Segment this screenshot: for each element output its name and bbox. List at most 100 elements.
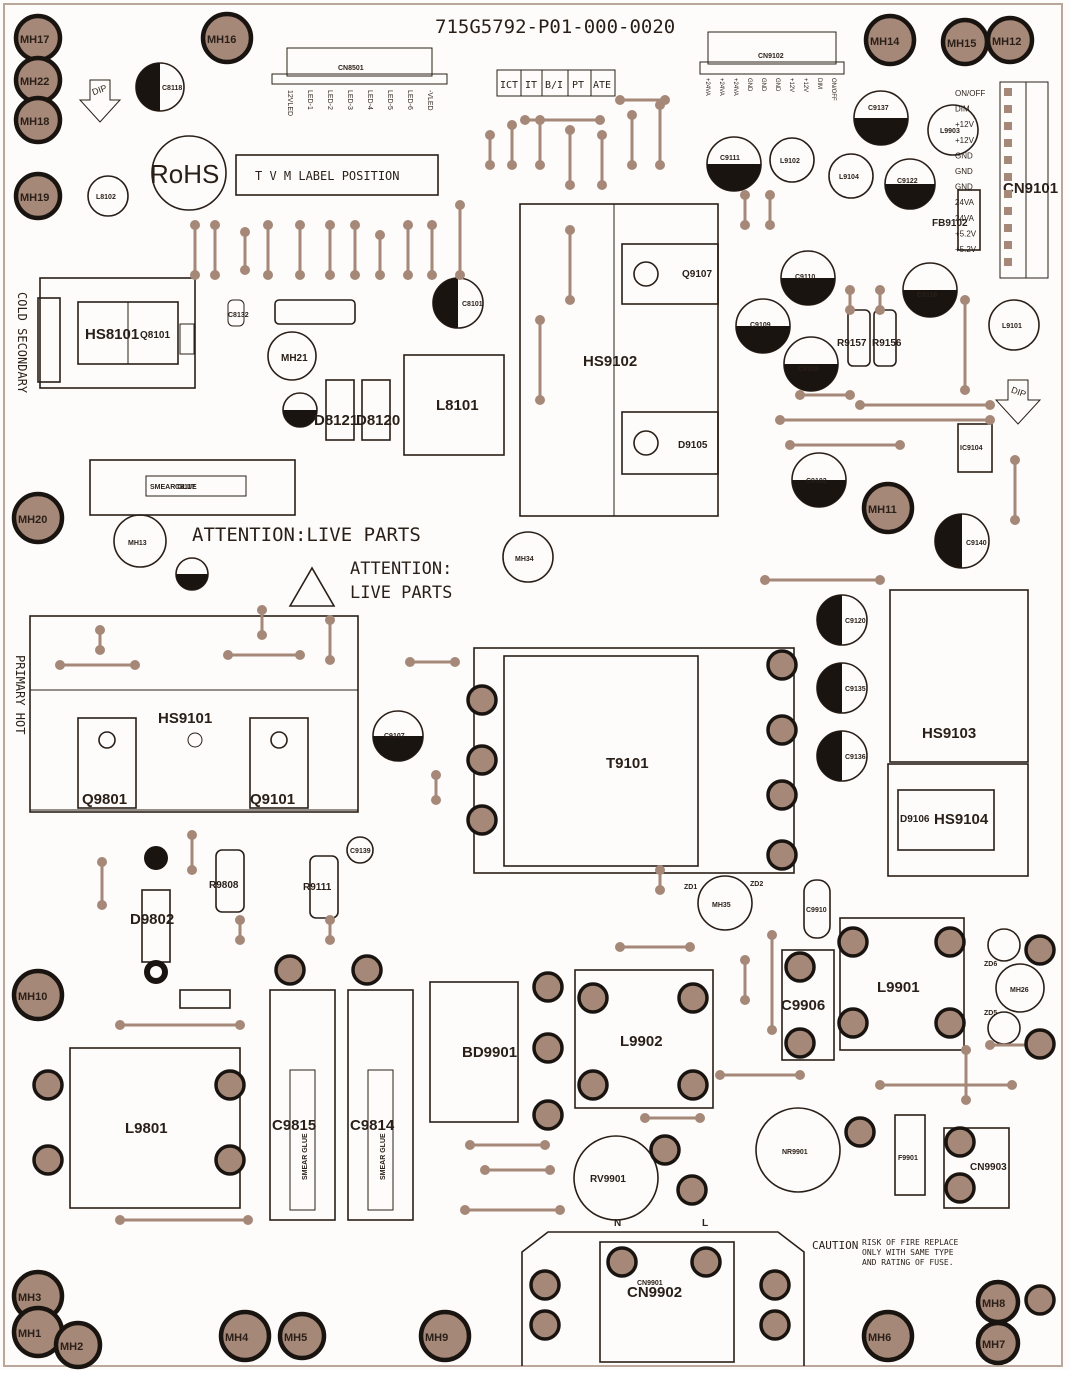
capacitor-c9120: C9120: [816, 594, 868, 646]
mounting-hole-label: MH8: [982, 1298, 1005, 1310]
svg-text:CN9102: CN9102: [758, 53, 784, 60]
heatsink-hs9104: D9106 HS9104: [887, 763, 1029, 877]
test-box-ict: ICT: [500, 80, 518, 91]
svg-text:C9140: C9140: [966, 540, 987, 547]
cn9102-pin-label: +12V: [802, 78, 808, 92]
mounting-hole-mh16: MH16: [200, 11, 254, 65]
mounting-hole-mh4: MH4: [218, 1309, 272, 1363]
cn9102-pin-label: GND: [746, 78, 752, 92]
svg-text:PRIMARY HOT: PRIMARY HOT: [13, 655, 27, 734]
svg-text:L9801: L9801: [125, 1120, 168, 1137]
test-box-bi: B/I: [545, 80, 563, 91]
svg-text:L: L: [702, 1218, 708, 1229]
svg-text:ZD5: ZD5: [984, 1010, 997, 1017]
cn9101-pin-label: DIM: [955, 105, 970, 114]
cn9101-pin-label: +12V: [955, 136, 975, 145]
svg-text:RISK OF FIRE REPLACE: RISK OF FIRE REPLACE: [862, 1238, 959, 1247]
rohs-mark: RoHS: [150, 159, 219, 189]
fuse-f9901: F9901: [894, 1114, 926, 1196]
svg-text:D9106: D9106: [900, 814, 930, 825]
mounting-hole-mh15: MH15: [940, 17, 990, 67]
transformer-t9101: T9101: [473, 647, 795, 874]
capacitor-c9135: C9135: [816, 662, 868, 714]
svg-text:DIP: DIP: [1010, 385, 1028, 400]
inductor-l9901: L9901: [839, 917, 965, 1051]
capacitor-c8101: C8101: [432, 277, 484, 329]
mounting-hole-mh14: MH14: [863, 13, 917, 67]
capacitor-c9116: C9116: [902, 262, 958, 318]
diode-d8120: D8120: [356, 379, 400, 441]
silk-cold-secondary: COLD SECONDARY: [15, 292, 29, 394]
svg-text:C9137: C9137: [868, 105, 889, 112]
inductor-l9902: L9902: [574, 969, 714, 1109]
mounting-hole-mh8: MH8: [975, 1279, 1021, 1325]
inductor-l9801: L9801: [69, 1047, 241, 1209]
cn8501-pin-label: LED-3: [346, 90, 353, 110]
resistor-r9808: R9808: [209, 849, 245, 913]
svg-text:T9101: T9101: [606, 755, 649, 772]
mounting-hole-mh9: MH9: [418, 1309, 472, 1363]
board-outline: [3, 3, 1063, 1367]
svg-text:R9111: R9111: [303, 882, 332, 893]
svg-text:MH35: MH35: [712, 902, 731, 909]
inductor-l8101: L8101: [403, 354, 505, 456]
mounting-hole-mh10: MH10: [11, 968, 65, 1022]
mounting-hole-label: MH19: [20, 192, 49, 204]
heatsink-hs8101: HS8101 Q8101: [37, 277, 196, 389]
mounting-hole-mh19: MH19: [13, 171, 63, 221]
svg-text:HS9102: HS9102: [583, 353, 637, 370]
mount-mh21-ring: MH21: [267, 331, 317, 381]
svg-text:ONLY WITH SAME TYPE: ONLY WITH SAME TYPE: [862, 1248, 954, 1257]
dip-arrow-left: DIP: [78, 79, 122, 123]
capacitor-c9815: C9815: [269, 989, 336, 1221]
svg-text:FB9102: FB9102: [932, 218, 968, 229]
capacitor-c9140: C9140: [934, 513, 990, 569]
cn8501-pin-label: LED-6: [406, 90, 413, 110]
capacitor-c8118: C8118: [135, 62, 185, 112]
connector-ac-inlet: N L CN9901 CN9902: [521, 1218, 805, 1366]
capacitor-c9906: C9906: [781, 949, 835, 1061]
zener-zd1: ZD1: [684, 884, 697, 891]
mounting-hole-mh20: MH20: [11, 491, 65, 545]
mounting-hole-label: MH1: [18, 1328, 41, 1340]
svg-text:AND RATING OF FUSE.: AND RATING OF FUSE.: [862, 1258, 954, 1267]
svg-text:C9135: C9135: [845, 686, 866, 693]
cn9101-pin-label: 24VA: [955, 214, 975, 223]
mounting-hole-mh7: MH7: [975, 1320, 1021, 1366]
mounting-hole-mh18: MH18: [13, 95, 63, 145]
svg-text:MH34: MH34: [515, 556, 534, 563]
svg-text:C8132: C8132: [228, 312, 249, 319]
svg-text:Q9101: Q9101: [250, 791, 295, 808]
capacitor-small-d: [282, 392, 318, 428]
label-box: [235, 154, 439, 196]
zener-zd2: ZD2: [750, 881, 763, 888]
svg-text:C8118: C8118: [162, 85, 182, 92]
mount-mh26-ring: MH26: [995, 963, 1045, 1013]
mounting-hole-label: MH14: [870, 36, 900, 48]
capacitor-c9137: C9137: [853, 90, 909, 146]
svg-text:COLD SECONDARY: COLD SECONDARY: [15, 292, 29, 394]
resistor-r8101: [274, 299, 356, 325]
capacitor-c9109: C9109: [735, 298, 791, 354]
capacitor-c9102: C9102: [791, 452, 847, 508]
svg-text:MH26: MH26: [1010, 987, 1029, 994]
part-number: 715G5792-P01-000-0020: [435, 16, 675, 38]
test-box-ate: ATE: [593, 80, 611, 91]
mounting-hole-label: MH22: [20, 76, 49, 88]
svg-text:R9156: R9156: [872, 338, 902, 349]
mounting-hole-label: MH9: [425, 1332, 448, 1344]
mounting-hole-mh5: MH5: [277, 1311, 327, 1361]
mounting-hole-mh17: MH17: [13, 13, 63, 63]
mounting-hole-label: MH3: [18, 1292, 41, 1304]
svg-text:R9157: R9157: [837, 338, 867, 349]
ferrite-fb9102: FB9102: [932, 189, 981, 251]
inductor-l9104: L9104: [828, 153, 874, 199]
resistor-r9157: R9157: [837, 309, 871, 367]
svg-text:C9110: C9110: [795, 274, 815, 281]
svg-text:BD9901: BD9901: [462, 1044, 517, 1061]
mounting-hole-mh22: MH22: [13, 55, 63, 105]
svg-text:RV9901: RV9901: [590, 1174, 626, 1185]
